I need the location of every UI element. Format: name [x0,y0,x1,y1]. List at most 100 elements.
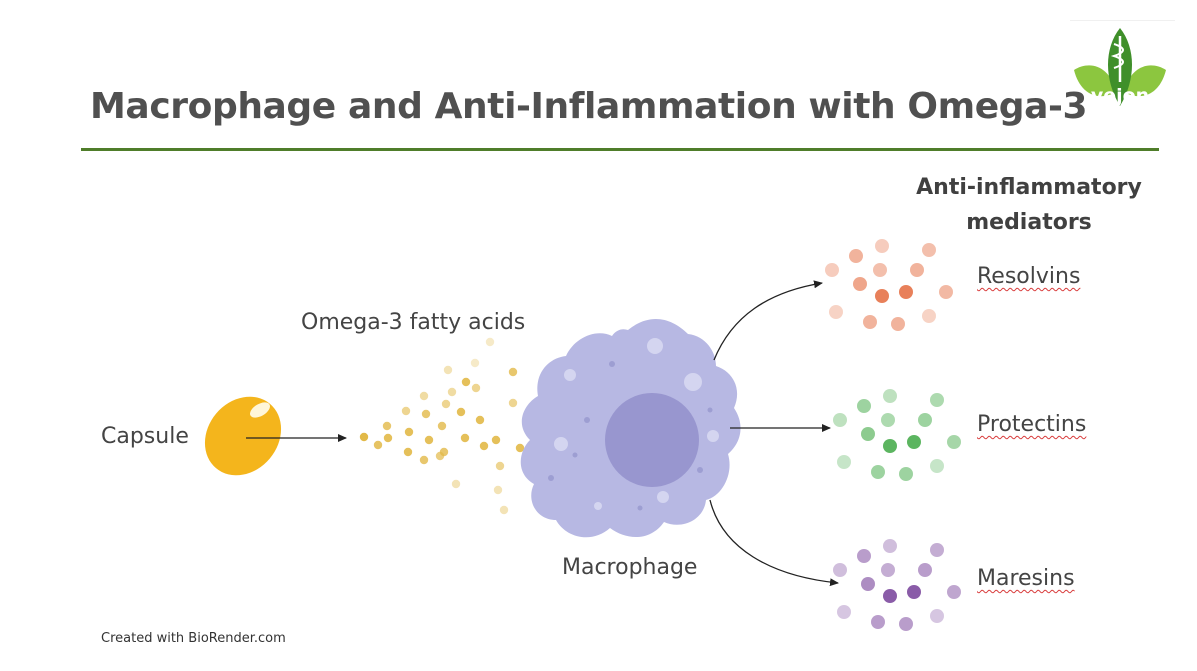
macrophage-vesicles [548,338,719,511]
mediator-dot [861,427,875,441]
mediator-dot [930,609,944,623]
credit-text: Created with BioRender.com [101,631,286,646]
fatty-acid-dot [470,358,480,368]
protectins-label: Protectins [977,412,1087,437]
mediator-dot [837,455,851,469]
logo-text: vejon [1091,85,1149,107]
mediator-dot [829,305,843,319]
mediator-dot [899,285,913,299]
mediator-dot [883,589,897,603]
mediators-heading: Anti-inflammatory mediators [916,175,1142,235]
arrow-to-maresins [709,499,839,587]
fatty-acid-dot [460,433,470,443]
mediator-dot [853,277,867,291]
capsule-shape [204,396,282,476]
mediator-dot [863,315,877,329]
fatty-acid-dot [441,399,451,409]
arrow-to-resolvins [713,280,823,361]
mediator-dot [907,435,921,449]
mediator-dot [825,263,839,277]
mediator-dot [930,459,944,473]
mediator-dot [833,563,847,577]
macrophage-label: Macrophage [562,555,698,580]
mediator-dot [849,249,863,263]
fatty-acid-dot [515,443,525,453]
fatty-acid-dot [485,337,495,347]
fatty-acid-dots [359,337,525,515]
fatty-acid-dot [421,409,431,419]
mediator-dot [930,393,944,407]
fatty-acid-dot [373,440,383,450]
mediator-dot [883,389,897,403]
mediator-dot [947,585,961,599]
capsule-highlight [250,402,270,418]
fatty-acid-dot [419,391,429,401]
maresins-dots [833,539,961,631]
mediator-dot [881,563,895,577]
title-underline [81,148,1159,151]
fatty-acid-dot [437,421,447,431]
fatty-acid-dot [383,433,393,443]
fatty-acid-dot [499,505,509,515]
fatty-acid-dot [493,485,503,495]
logo-left-leaf [1074,65,1116,97]
mediator-dot [837,605,851,619]
mediator-dot [947,435,961,449]
mediator-dot [899,467,913,481]
page-title: Macrophage and Anti-Inflammation with Om… [90,86,1088,127]
mediator-dot [883,539,897,553]
fatty-acid-dot [359,432,369,442]
mediator-dot [922,243,936,257]
capsule-label: Capsule [101,424,189,449]
mediator-dot [857,399,871,413]
logo-right-leaf [1124,65,1166,97]
fatty-acids-label: Omega-3 fatty acids [301,310,526,335]
mediator-dot [833,413,847,427]
mediator-dot [871,615,885,629]
mediator-dot [918,413,932,427]
fatty-acid-dot [508,398,518,408]
mediator-dot [881,413,895,427]
fatty-acid-dot [479,441,489,451]
maresins-label: Maresins [977,566,1075,591]
macrophage-nucleus [605,393,699,487]
mediator-dot [861,577,875,591]
fatty-acid-dot [424,435,434,445]
protectins-dots [833,389,961,481]
mediator-dot [857,549,871,563]
fatty-acid-dot [461,377,471,387]
fatty-acid-dot [495,461,505,471]
fatty-acid-dot [451,479,461,489]
mediator-dot [907,585,921,599]
mediator-dot [918,563,932,577]
fatty-acid-dot [403,447,413,457]
resolvins-label: Resolvins [977,264,1081,289]
vejon-logo: vejon [1074,28,1166,107]
fatty-acid-dot [475,415,485,425]
mediator-dot [875,239,889,253]
fatty-acid-dot [382,421,392,431]
fatty-acid-dot [435,451,445,461]
fatty-acid-dot [508,367,518,377]
mediator-dot [883,439,897,453]
fatty-acid-dot [443,365,453,375]
fatty-acid-dot [404,427,414,437]
logo-top-line [1070,20,1175,21]
mediator-dot [910,263,924,277]
fatty-acid-dot [419,455,429,465]
mediator-dot [891,317,905,331]
mediator-dot [939,285,953,299]
fatty-acid-dot [401,406,411,416]
mediator-dot [922,309,936,323]
mediator-dot [930,543,944,557]
fatty-acid-dot [471,383,481,393]
fatty-acid-dot [456,407,466,417]
fatty-acid-dot [491,435,501,445]
fatty-acid-dot [447,387,457,397]
mediator-dot [873,263,887,277]
mediator-dot [875,289,889,303]
mediator-dot [871,465,885,479]
resolvins-dots [825,239,953,331]
mediator-dot [899,617,913,631]
